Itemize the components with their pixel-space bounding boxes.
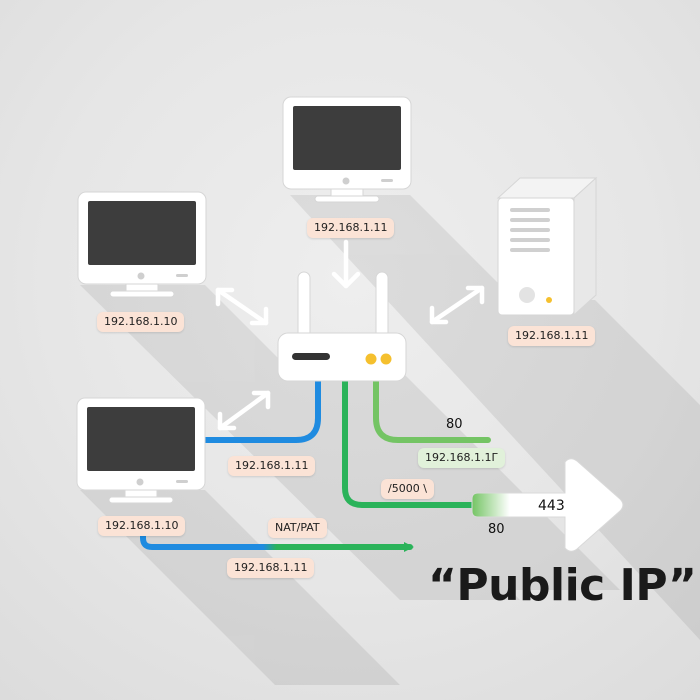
public-ip-heading: “Public IP” <box>428 560 697 611</box>
top-pc-ip-label: 192.168.1.11 <box>307 218 395 238</box>
light-green-link <box>373 369 491 443</box>
lower-link-ip-label: 192.168.1.11 <box>228 456 316 476</box>
left-monitor-icon <box>77 191 207 298</box>
top-arrow-icon <box>331 239 361 289</box>
green-link <box>342 369 478 508</box>
right-double-arrow-icon <box>429 285 485 325</box>
blue-link <box>202 367 321 443</box>
nat-pat-label: NAT/PAT <box>268 518 327 538</box>
left-pc-ip-label: 192.168.1.10 <box>97 312 185 332</box>
arrow-icon <box>471 458 624 552</box>
bottom-pc-ip-label: 192.168.1.10 <box>98 516 186 536</box>
router-icon <box>277 271 407 382</box>
bottom-flow-ip-label: 192.168.1.11 <box>227 558 315 578</box>
connections <box>140 367 491 552</box>
port-80-bottom: 80 <box>488 522 505 537</box>
lower-double-arrow-icon <box>217 390 271 431</box>
top-monitor-icon <box>282 96 412 203</box>
left-double-arrow-icon <box>215 287 269 326</box>
bottom-monitor-icon <box>76 397 206 504</box>
link-arrows <box>215 239 485 431</box>
bottom-flow-line <box>140 519 414 552</box>
port-443: 443 <box>538 498 565 514</box>
port-5000-label: /5000 \ <box>381 479 434 499</box>
server-ip-label: 192.168.1.11 <box>508 326 596 346</box>
port-80-top: 80 <box>446 417 463 432</box>
server-icon <box>496 176 598 317</box>
green-ip-label: 192.168.1.1Г <box>418 448 506 468</box>
